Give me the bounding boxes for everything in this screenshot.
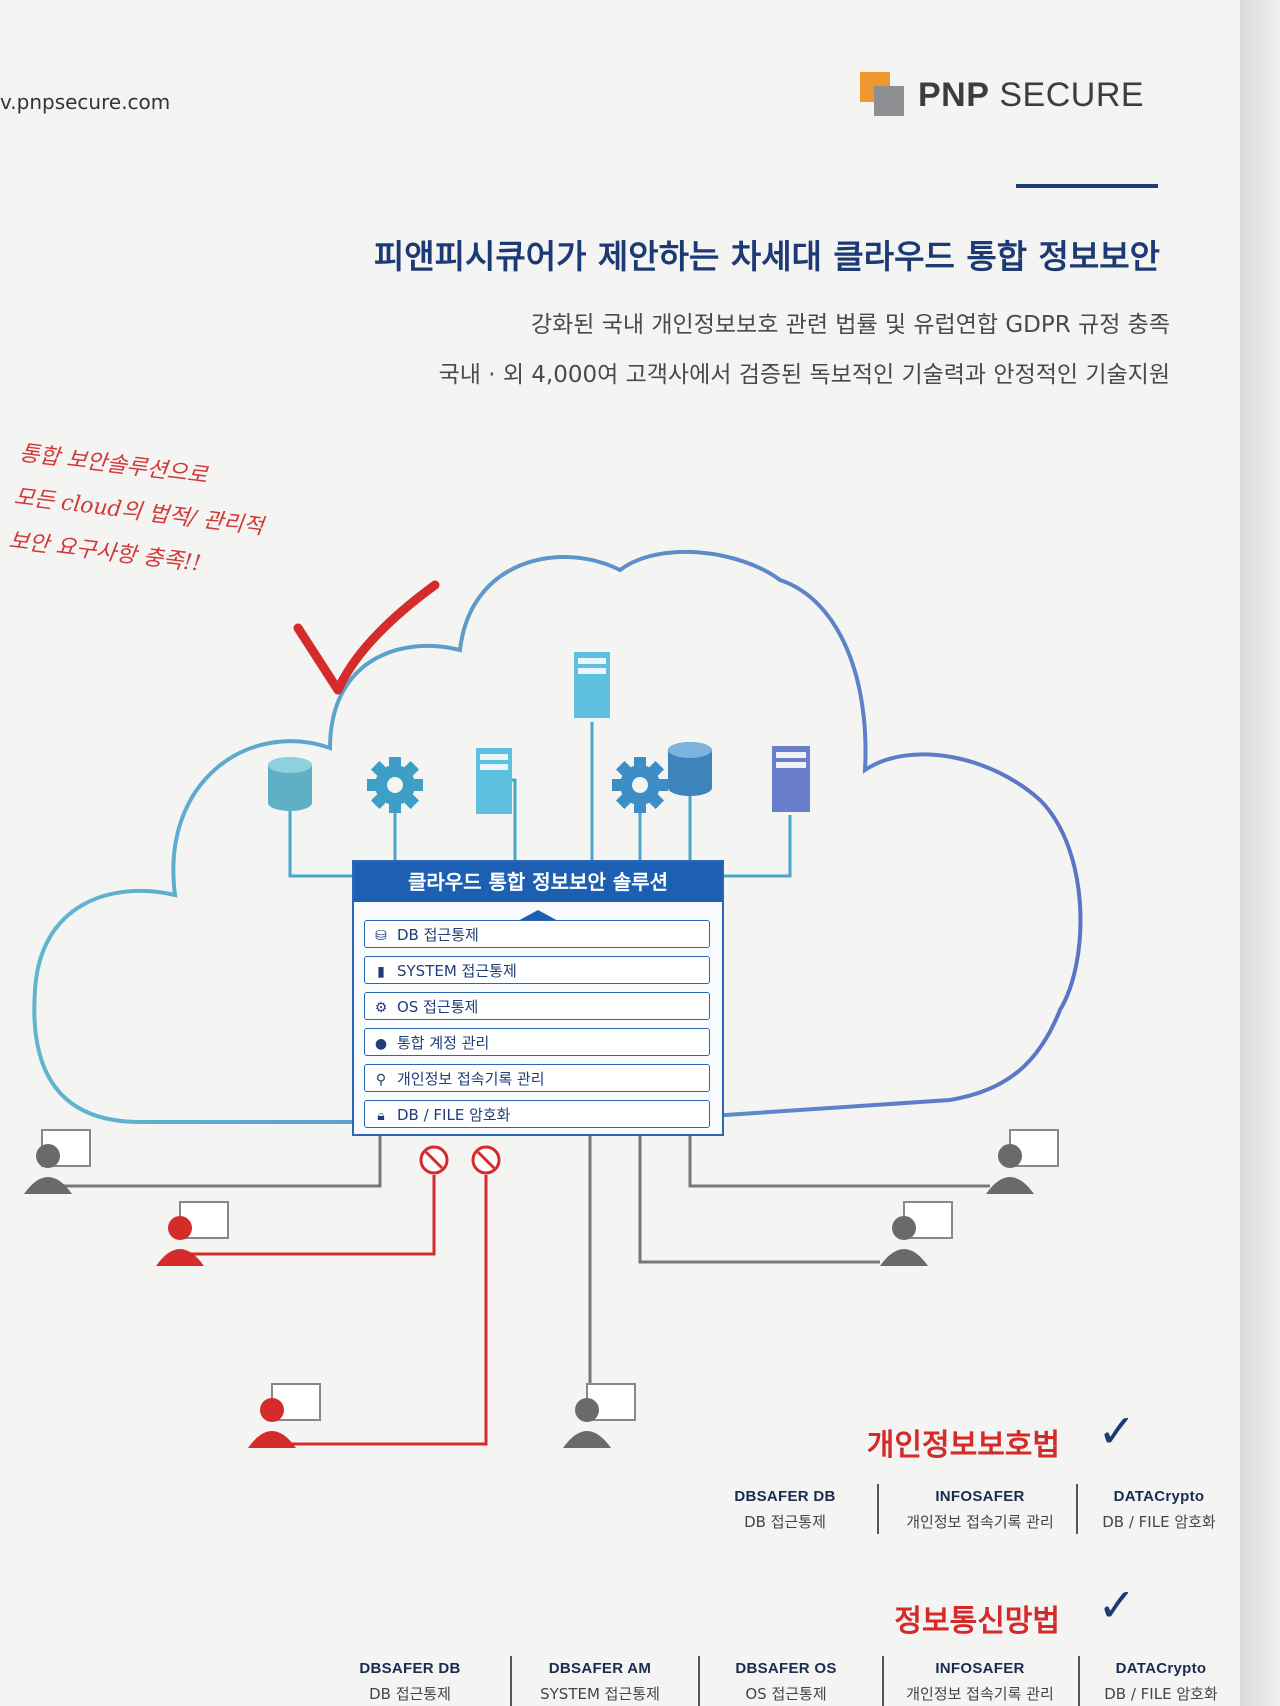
gear-icon-2 [612,757,668,813]
user-computer-icon-1 [24,1129,91,1194]
product-desc: SYSTEM 접근통제 [540,1685,660,1703]
panel-item-label: 개인정보 접속기록 관리 [397,1070,545,1088]
product-desc: DB / FILE 암호화 [1102,1513,1216,1531]
gear-icon: ⚙ [374,1000,388,1016]
website-url: v.pnpsecure.com [0,90,171,114]
product-name: DBSAFER OS [735,1660,837,1677]
divider [1078,1656,1080,1706]
logo-text: PNP SECURE [918,76,1144,115]
panel-item-encryption: 🔒︎ DB / FILE 암호화 [364,1100,710,1128]
product-name: INFOSAFER [935,1488,1025,1505]
solution-panel-title: 클라우드 통합 정보보안 솔루션 [354,862,722,902]
product-dbsafer-db: DBSAFER DB DB 접근통제 [330,1660,490,1704]
subtitle-line-2: 국내 · 외 4,000여 고객사에서 검증된 독보적인 기술력과 안정적인 기… [438,362,1170,388]
title-rule [1016,184,1158,188]
law-title-network: 정보통신망법 [894,1604,1060,1639]
product-name: INFOSAFER [935,1660,1025,1677]
product-datacrypto: DATACrypto DB / FILE 암호화 [1084,1488,1234,1532]
user-computer-icon-2 [156,1201,229,1266]
user-computer-icon-3 [248,1383,321,1448]
blocked-icon-1 [419,1145,449,1175]
product-desc: DB 접근통제 [369,1685,451,1703]
panel-item-label: SYSTEM 접근통제 [397,962,517,980]
brochure-page: v.pnpsecure.com PNP SECURE 피앤피시큐어가 제안하는 … [0,0,1240,1706]
server-icon: ▮ [377,964,385,980]
divider [698,1656,700,1706]
panel-item-system-access: ▮ SYSTEM 접근통제 [364,956,710,984]
product-dbsafer-db: DBSAFER DB DB 접근통제 [705,1488,865,1532]
cloud-outline [32,549,1083,1124]
panel-item-label: 통합 계정 관리 [397,1034,490,1052]
divider [882,1656,884,1706]
product-name: DBSAFER AM [548,1660,652,1677]
divider [1076,1484,1078,1534]
product-dbsafer-os: DBSAFER OS OS 접근통제 [706,1660,866,1704]
product-desc: 개인정보 접속기록 관리 [906,1513,1054,1531]
subtitle-line-1: 강화된 국내 개인정보보호 관련 법률 및 유럽연합 GDPR 규정 충족 [530,312,1170,338]
blocked-icon-2 [471,1145,501,1175]
search-icon: ⚲ [375,1072,387,1088]
panel-item-label: OS 접근통제 [397,998,479,1016]
company-logo: PNP SECURE [860,72,1160,122]
panel-item-log-mgmt: ⚲ 개인정보 접속기록 관리 [364,1064,710,1092]
product-name: DBSAFER DB [734,1488,836,1505]
check-icon: ✓ [1097,1404,1136,1458]
page-title: 피앤피시큐어가 제안하는 차세대 클라우드 통합 정보보안 [373,237,1160,276]
database-icon: ⛁ [375,928,387,944]
product-desc: DB 접근통제 [744,1513,826,1531]
panel-item-account-mgmt: ● 통합 계정 관리 [364,1028,710,1056]
server-icon-3 [772,746,810,812]
product-desc: DB / FILE 암호화 [1104,1685,1218,1703]
server-icon-2 [574,652,610,718]
cloud-diagram [24,549,1083,1448]
law-title-privacy: 개인정보보호법 [866,1428,1060,1463]
product-desc: 개인정보 접속기록 관리 [906,1685,1054,1703]
gear-icon-1 [367,757,423,813]
panel-item-label: DB / FILE 암호화 [397,1106,511,1124]
logo-text-regular: SECURE [999,76,1145,114]
product-dbsafer-am: DBSAFER AM SYSTEM 접근통제 [520,1660,680,1704]
product-name: DATACrypto [1113,1488,1205,1505]
user-icon: ● [374,1036,388,1052]
product-infosafer: INFOSAFER 개인정보 접속기록 관리 [885,1660,1075,1704]
check-mark-icon [293,580,440,695]
logo-text-bold: PNP [918,76,990,114]
divider [510,1656,512,1706]
user-computer-icon-6 [986,1129,1059,1194]
divider [877,1484,879,1534]
database-icon-2 [668,742,712,796]
user-computer-icon-4 [563,1383,636,1448]
lock-icon: 🔒︎ [377,1108,385,1124]
check-icon: ✓ [1097,1578,1136,1632]
product-infosafer: INFOSAFER 개인정보 접속기록 관리 [885,1488,1075,1532]
database-icon-1 [268,757,312,811]
server-icon-1 [476,748,512,814]
panel-item-label: DB 접근통제 [397,926,479,944]
page-edge [1240,0,1280,1706]
product-datacrypto: DATACrypto DB / FILE 암호화 [1086,1660,1236,1704]
logo-mark-icon [860,72,904,116]
solution-panel: 클라우드 통합 정보보안 솔루션 ⛁ DB 접근통제 ▮ SYSTEM 접근통제 ⚙… [352,860,724,1136]
panel-item-db-access: ⛁ DB 접근통제 [364,920,710,948]
product-desc: OS 접근통제 [745,1685,827,1703]
user-computer-icon-5 [880,1201,953,1266]
panel-item-os-access: ⚙ OS 접근통제 [364,992,710,1020]
panel-arrow-icon [516,910,560,922]
product-name: DATACrypto [1115,1660,1207,1677]
product-name: DBSAFER DB [359,1660,461,1677]
